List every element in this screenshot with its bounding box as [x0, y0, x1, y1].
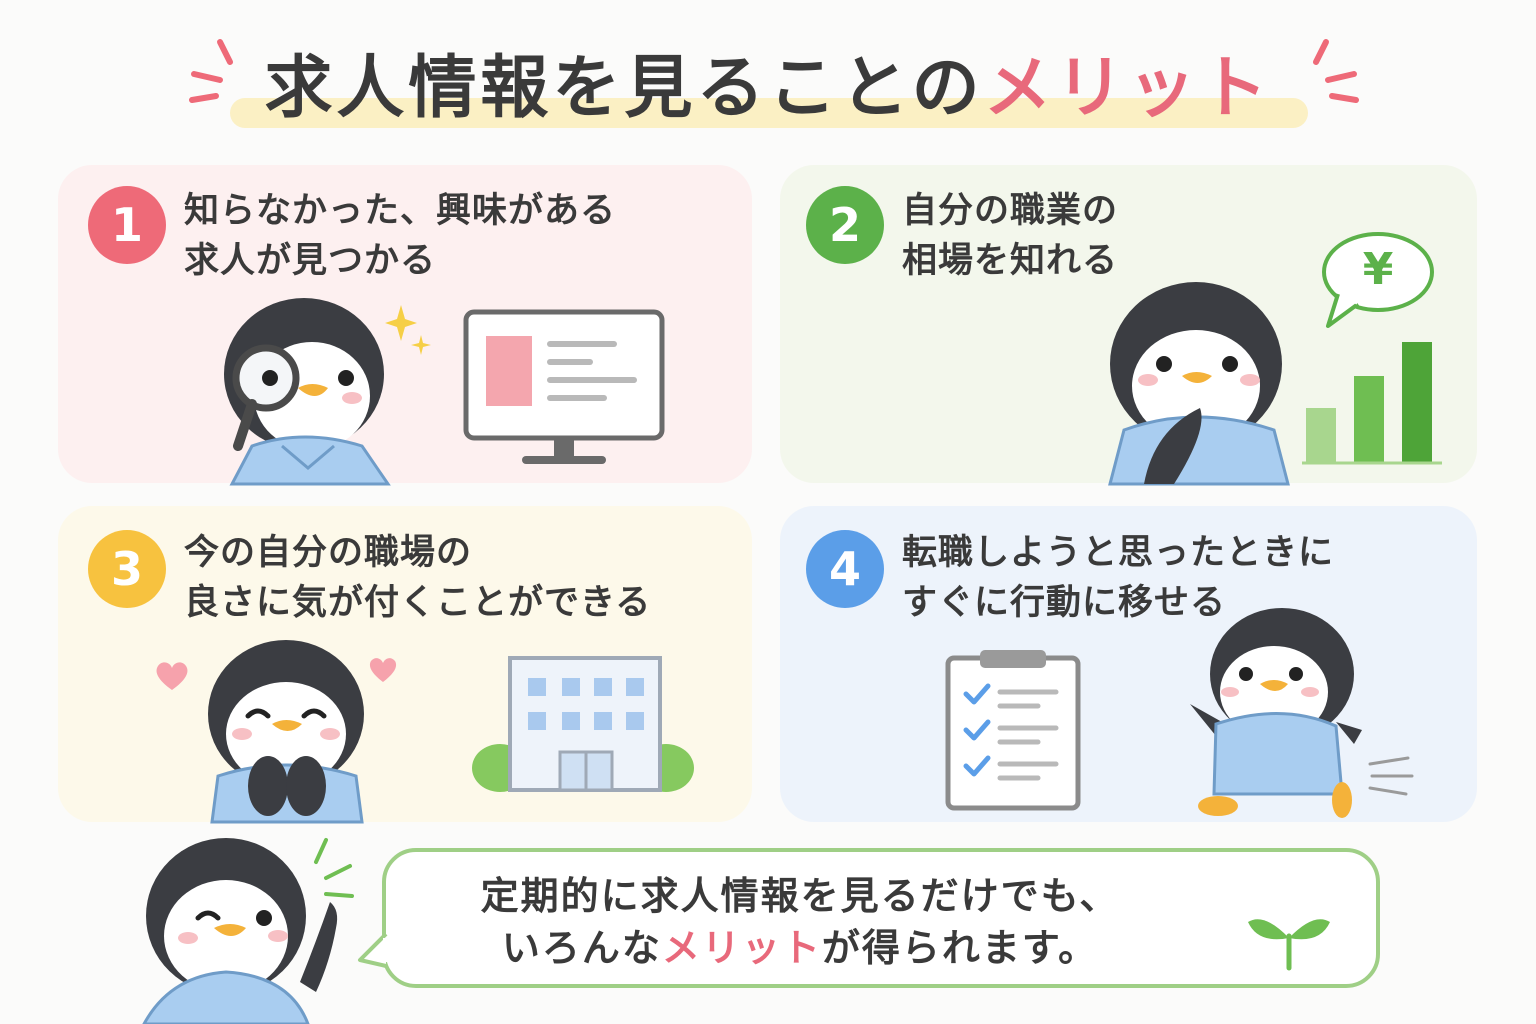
summary-speech-bubble — [382, 848, 1380, 988]
heart-icon — [369, 658, 397, 682]
card-text: 自分の職業の相場を知れる — [902, 191, 1119, 281]
title-burst-left-icon — [189, 39, 233, 103]
building-icon — [472, 656, 694, 792]
penguin-pointing-illustration — [142, 838, 354, 1024]
monitor-icon — [463, 309, 665, 464]
card-text: 知らなかった、興味がある求人が見つかる — [184, 191, 617, 281]
bar-chart-icon — [1302, 342, 1442, 465]
summary-text: 定期的に求人情報を見るだけでも、 いろんなメリットが得られます。 — [480, 874, 1120, 970]
merit-card-4 — [780, 506, 1477, 822]
card-number-badge: 3 — [88, 530, 166, 608]
bubble-tail — [358, 932, 389, 968]
yen-symbol: ¥ — [1362, 244, 1394, 295]
penguin-thinking-illustration — [1108, 282, 1290, 486]
page-title: 求人情報を見ることのメリット — [264, 49, 1272, 128]
card-text: 今の自分の職場の良さに気が付くことができる — [184, 533, 652, 623]
penguin-running-illustration — [1190, 608, 1414, 818]
heart-icon — [156, 662, 188, 690]
sprout-icon — [1248, 919, 1330, 971]
yen-bubble-icon — [1322, 232, 1434, 328]
penguin-happy-illustration — [208, 640, 364, 824]
card-number-badge: 2 — [806, 186, 884, 264]
card-number-badge: 1 — [88, 186, 166, 264]
card-text: 転職しようと思ったときにすぐに行動に移せる — [902, 533, 1335, 623]
title-underline — [230, 98, 1308, 128]
clipboard-checklist-icon — [945, 650, 1081, 811]
title-burst-right-icon — [1313, 39, 1359, 103]
penguin-magnifier-illustration — [224, 298, 391, 486]
sparkle-icon — [385, 305, 431, 355]
card-number-badge: 4 — [806, 530, 884, 608]
